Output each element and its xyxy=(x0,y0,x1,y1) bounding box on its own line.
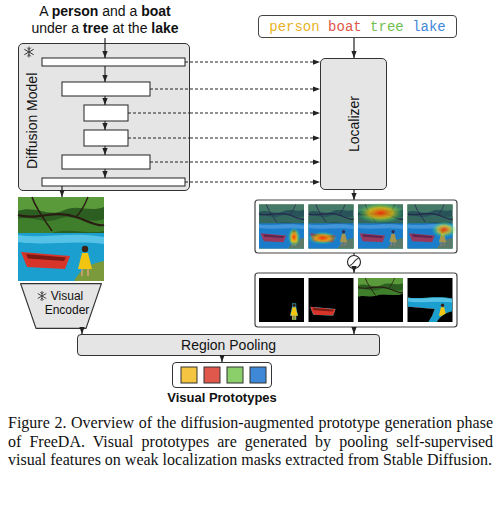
text-run: at xyxy=(112,20,124,36)
text-run xyxy=(67,20,71,36)
class-word xyxy=(320,19,328,35)
diffusion-model-box: Diffusion Model xyxy=(18,43,190,191)
mask-tile xyxy=(259,278,304,322)
text-run: a xyxy=(130,3,138,19)
feature-arrow xyxy=(190,138,320,139)
text-run xyxy=(126,3,130,19)
mask-output-arrow xyxy=(354,327,355,334)
module-name: Region Pooling xyxy=(181,337,276,353)
output-name: Visual Prototypes xyxy=(143,390,301,405)
text-run xyxy=(147,20,151,36)
generated-image xyxy=(18,197,104,281)
text-run: and xyxy=(102,3,125,19)
feature-arrow xyxy=(190,62,320,63)
figure-caption: Figure 2. Overview of the diffusion-augm… xyxy=(8,414,493,470)
heatmap-row-frame xyxy=(255,200,457,253)
mask-tile xyxy=(358,278,403,322)
text-run: under xyxy=(31,20,67,36)
text-run: tree xyxy=(83,20,109,36)
class-names-box: person boat tree lake xyxy=(258,15,457,38)
feature-arrow xyxy=(190,113,320,114)
class-word xyxy=(362,19,370,35)
module-name: Localizer xyxy=(346,96,362,152)
text-run: A xyxy=(39,3,48,19)
text-run xyxy=(98,3,102,19)
text-run: the xyxy=(128,20,147,36)
text-run xyxy=(48,3,52,19)
mask-row-frame xyxy=(255,273,457,327)
text-run: person xyxy=(52,3,99,19)
mask-tile xyxy=(408,278,453,322)
heatmap-tile xyxy=(259,205,304,249)
feature-arrow xyxy=(190,162,320,163)
prototypes-box: Visual Prototypes xyxy=(172,362,272,388)
class-word: boat xyxy=(328,19,362,35)
text-run: lake xyxy=(151,20,178,36)
prompt-text: A person and a boat under a tree at the … xyxy=(21,3,189,37)
text-run xyxy=(137,3,141,19)
region-pooling-box: Region Pooling xyxy=(77,334,380,356)
module-name: Visual Encoder xyxy=(34,289,100,317)
class-word: tree xyxy=(370,19,404,35)
text-run xyxy=(79,20,83,36)
class-word xyxy=(404,19,412,35)
text-run: boat xyxy=(141,3,171,19)
model-name: Diffusion Model xyxy=(24,52,40,190)
localizer-box: Localizer xyxy=(320,58,387,190)
visual-encoder-box: Visual Encoder xyxy=(20,283,102,329)
text-run xyxy=(124,20,128,36)
class-word: person xyxy=(269,19,319,35)
flow-arrow xyxy=(353,38,354,58)
text-run: a xyxy=(71,20,79,36)
class-names: person boat tree lake xyxy=(269,19,445,35)
class-word: lake xyxy=(412,19,446,35)
sigmoid-symbol xyxy=(348,253,361,273)
heatmap-tile xyxy=(308,205,354,249)
feature-arrow xyxy=(190,182,320,183)
heatmap-tile xyxy=(356,202,404,248)
mask-tile xyxy=(309,278,354,322)
localizer-output-arrow xyxy=(354,190,355,200)
heatmap-tile xyxy=(408,205,457,249)
feature-arrow xyxy=(190,89,320,90)
text-run xyxy=(109,20,113,36)
